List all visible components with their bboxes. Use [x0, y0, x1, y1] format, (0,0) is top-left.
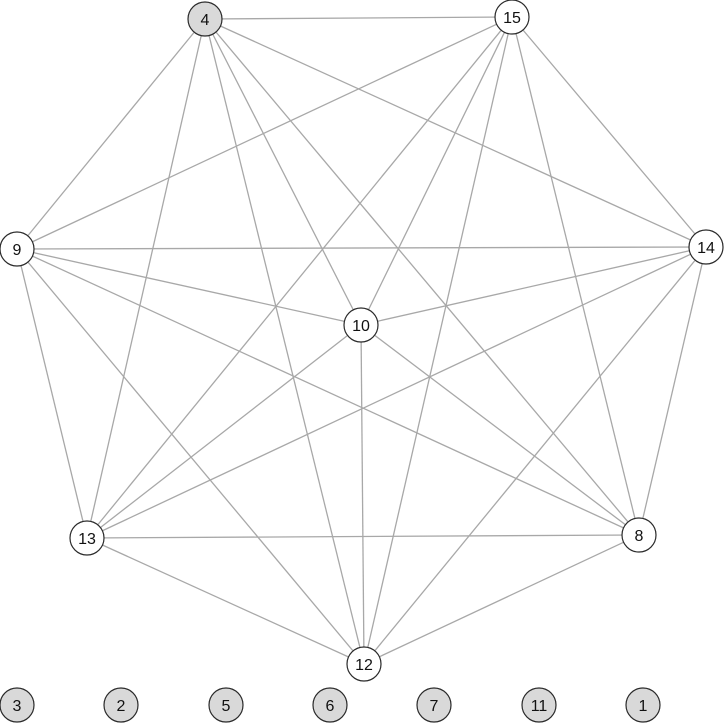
node-label: 15	[503, 10, 521, 27]
node-circle	[103, 687, 139, 723]
node-2[interactable]: 2	[103, 687, 139, 723]
node-circle	[346, 646, 382, 682]
node-11[interactable]: 11	[521, 687, 557, 723]
node-label: 4	[201, 12, 210, 29]
edge-10-8	[360, 324, 640, 536]
edge-9-13	[16, 248, 88, 539]
edge-15-9	[16, 16, 513, 250]
edge-9-10	[16, 248, 362, 326]
node-5[interactable]: 5	[208, 687, 244, 723]
edge-15-12	[363, 16, 513, 665]
edge-9-12	[16, 248, 365, 665]
edge-4-15	[204, 16, 513, 20]
node-circle	[494, 0, 530, 35]
edge-9-8	[16, 248, 640, 536]
edge-4-12	[204, 18, 365, 665]
edge-4-8	[204, 18, 640, 536]
node-label: 14	[697, 240, 715, 257]
edge-14-8	[638, 246, 707, 536]
edge-10-12	[360, 324, 365, 665]
edge-10-13	[86, 324, 362, 539]
node-13[interactable]: 13	[69, 520, 105, 556]
edge-14-10	[360, 246, 707, 326]
node-label: 5	[222, 698, 231, 715]
node-label: 7	[430, 698, 439, 715]
node-label: 3	[13, 698, 22, 715]
node-label: 11	[531, 698, 548, 715]
node-circle	[688, 229, 724, 265]
node-circle	[625, 687, 661, 723]
node-label: 8	[635, 528, 644, 545]
node-label: 1	[639, 698, 648, 715]
node-circle	[343, 307, 379, 343]
edge-15-14	[511, 16, 707, 248]
edge-13-12	[86, 537, 365, 665]
edge-4-10	[204, 18, 362, 326]
node-10[interactable]: 10	[343, 307, 379, 343]
node-circle	[187, 1, 223, 37]
node-6[interactable]: 6	[312, 687, 348, 723]
edge-15-13	[86, 16, 513, 539]
edge-14-12	[363, 246, 707, 665]
edge-13-8	[86, 534, 640, 539]
edge-4-9	[16, 18, 206, 250]
edge-8-12	[363, 534, 640, 665]
node-9[interactable]: 9	[0, 231, 35, 267]
node-circle	[621, 517, 657, 553]
node-1[interactable]: 1	[625, 687, 661, 723]
edge-9-14	[16, 246, 707, 250]
node-label: 6	[326, 698, 335, 715]
node-7[interactable]: 7	[416, 687, 452, 723]
node-label: 9	[13, 242, 22, 259]
node-label: 13	[78, 531, 96, 548]
node-label: 10	[352, 318, 370, 335]
edge-4-13	[86, 18, 206, 539]
node-circle	[0, 687, 35, 723]
node-circle	[208, 687, 244, 723]
node-12[interactable]: 12	[346, 646, 382, 682]
edge-14-13	[86, 246, 707, 539]
node-8[interactable]: 8	[621, 517, 657, 553]
node-circle	[521, 687, 557, 723]
node-14[interactable]: 14	[688, 229, 724, 265]
node-15[interactable]: 15	[494, 0, 530, 35]
node-circle	[416, 687, 452, 723]
node-label: 2	[117, 698, 126, 715]
node-circle	[0, 231, 35, 267]
node-label: 12	[355, 657, 373, 674]
edge-15-10	[360, 16, 513, 326]
node-circle	[312, 687, 348, 723]
node-4[interactable]: 4	[187, 1, 223, 37]
node-circle	[69, 520, 105, 556]
edges-layer	[16, 16, 707, 665]
node-3[interactable]: 3	[0, 687, 35, 723]
